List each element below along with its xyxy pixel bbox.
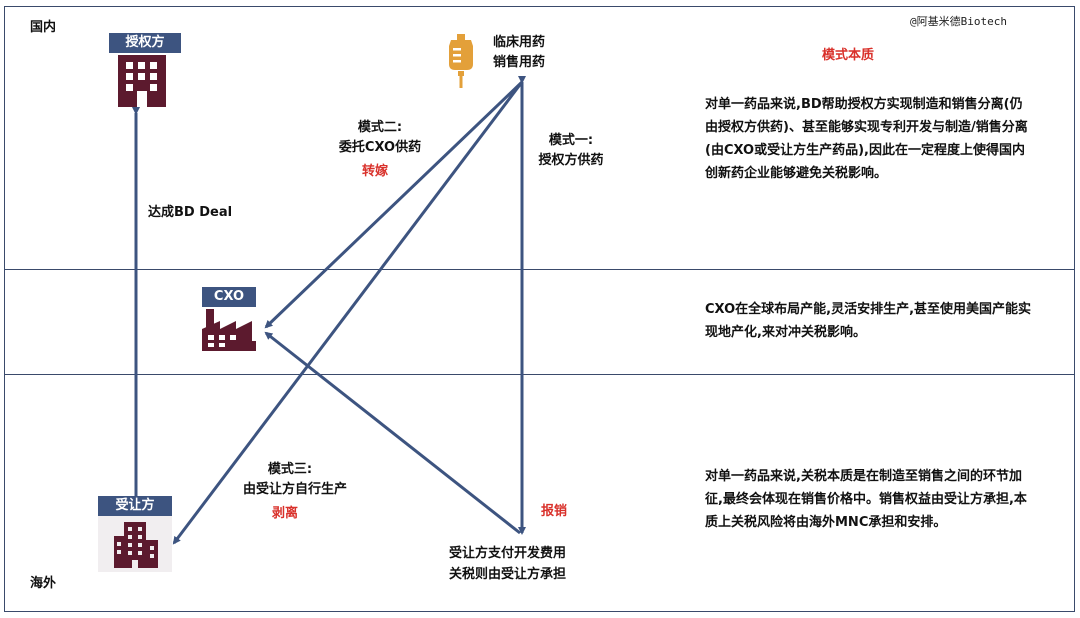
mode1-title: 模式一:: [548, 133, 594, 148]
domestic-label: 国内: [30, 20, 57, 35]
mode3-desc: 由受让方自行生产: [242, 482, 347, 497]
cxo-tag: CXO: [202, 287, 256, 307]
clinical-use-text: 临床用药: [493, 35, 546, 50]
mode2-shift-tag: 转嫁: [361, 164, 388, 179]
payment-text-line1: 受让方支付开发费用: [449, 546, 567, 561]
licensee-tag: 受让方: [98, 496, 172, 516]
mode1-desc: 授权方供药: [538, 153, 604, 168]
office-building-icon: [118, 55, 166, 107]
bd-deal-label: 达成BD Deal: [148, 205, 233, 220]
mode3-title: 模式三:: [267, 462, 313, 477]
essence-paragraph-overseas: 对单一药品来说,关税本质是在制造至销售之间的环节加征,最终会体现在销售价格中。销…: [705, 469, 1027, 530]
office-building-icon: [114, 522, 158, 568]
arrow-mode2: [264, 80, 524, 329]
arrow-mode3: [172, 81, 524, 545]
overseas-label: 海外: [30, 576, 57, 591]
payment-text-line2: 关税则由受让方承担: [449, 567, 567, 582]
essence-title: 模式本质: [822, 48, 875, 63]
mode2-title: 模式二:: [357, 120, 403, 135]
watermark: @阿基米德Biotech: [910, 15, 1007, 28]
sales-use-text: 销售用药: [493, 55, 546, 70]
cxo-band: [4, 269, 1075, 375]
arrow-cxo-settlement: [264, 331, 521, 535]
reimbursement-tag: 报销: [541, 504, 568, 519]
essence-paragraph-cxo: CXO在全球布局产能,灵活安排生产,甚至使用美国产能实现地产化,来对冲关税影响。: [705, 302, 1032, 340]
mode2-desc: 委托CXO供药: [338, 140, 422, 155]
mode3-divest-tag: 剥离: [271, 506, 298, 521]
essence-paragraph-domestic: 对单一药品来说,BD帮助授权方实现制造和销售分离(仍由授权方供药)、甚至能够实现…: [705, 97, 1028, 181]
factory-icon: [202, 309, 256, 351]
licensor-tag: 授权方: [109, 33, 181, 53]
iv-drip-bag-icon: [449, 34, 473, 88]
